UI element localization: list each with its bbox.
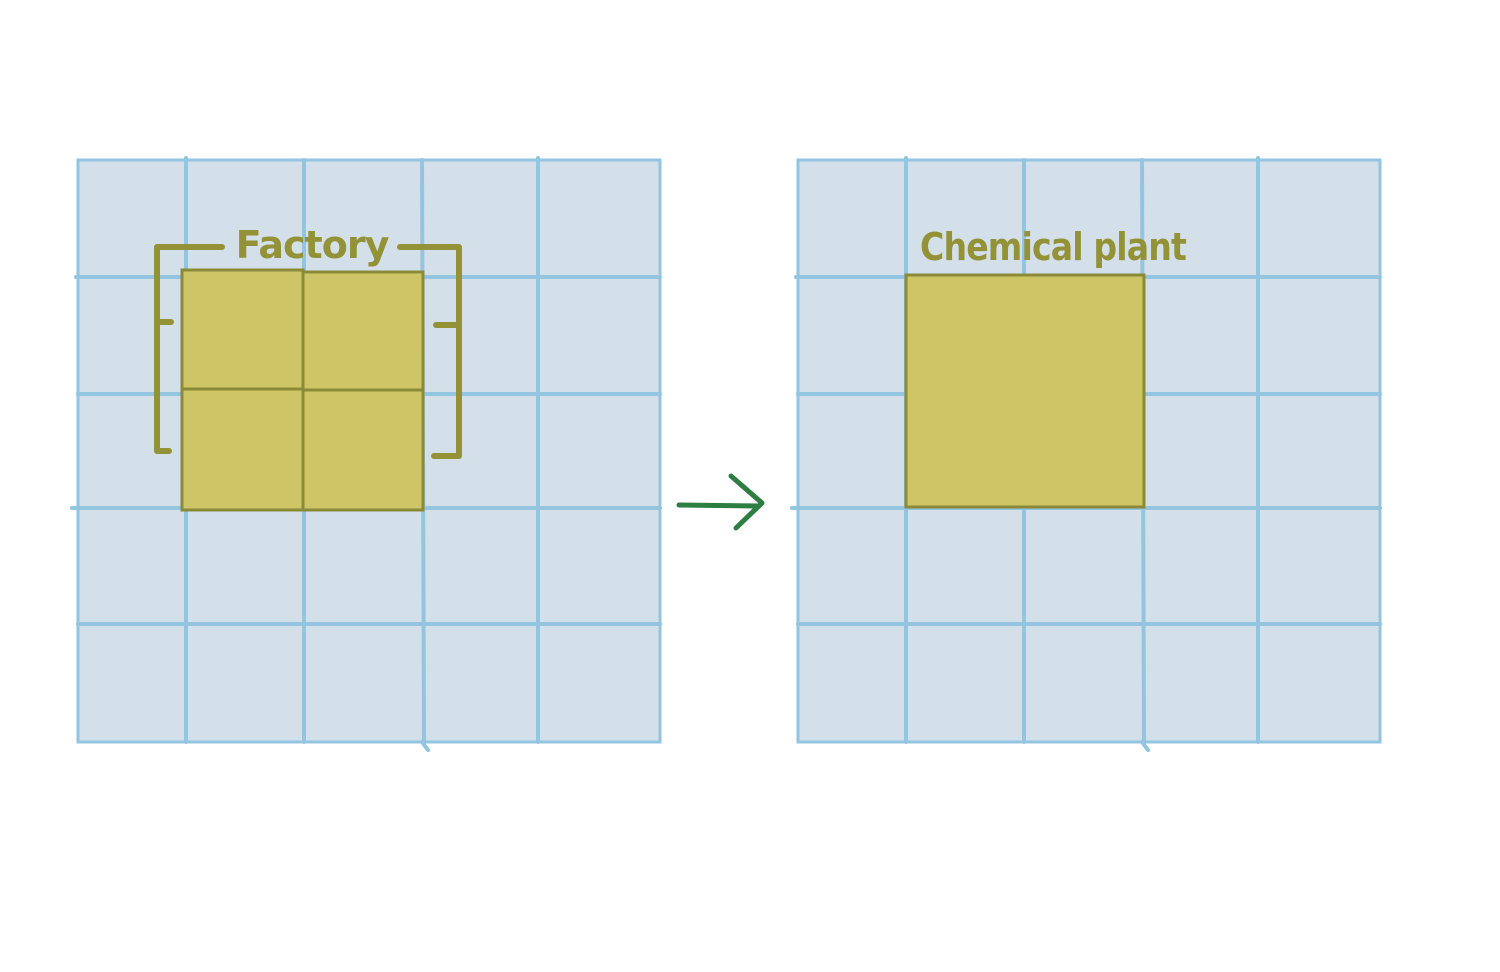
- left-panel: Factory: [70, 156, 662, 752]
- arrow-right-icon: [676, 473, 765, 531]
- factory-bracket: [154, 244, 462, 459]
- factory-bracket-right: [397, 244, 462, 459]
- factory-label: Factory: [236, 223, 390, 267]
- factory-bracket-left: [154, 244, 225, 454]
- left-grid-border: [76, 158, 662, 744]
- right-panel: Chemical plant: [790, 156, 1382, 752]
- factory-cell: [180, 268, 305, 391]
- right-grid-border: [796, 158, 1382, 744]
- chemical-plant-label: Chemical plant: [920, 225, 1187, 269]
- factory-cell: [301, 270, 425, 392]
- factory-cell: [180, 387, 305, 512]
- chemical-plant-building: [904, 273, 1146, 509]
- factory-cell: [301, 388, 425, 512]
- factory-building: [180, 268, 425, 512]
